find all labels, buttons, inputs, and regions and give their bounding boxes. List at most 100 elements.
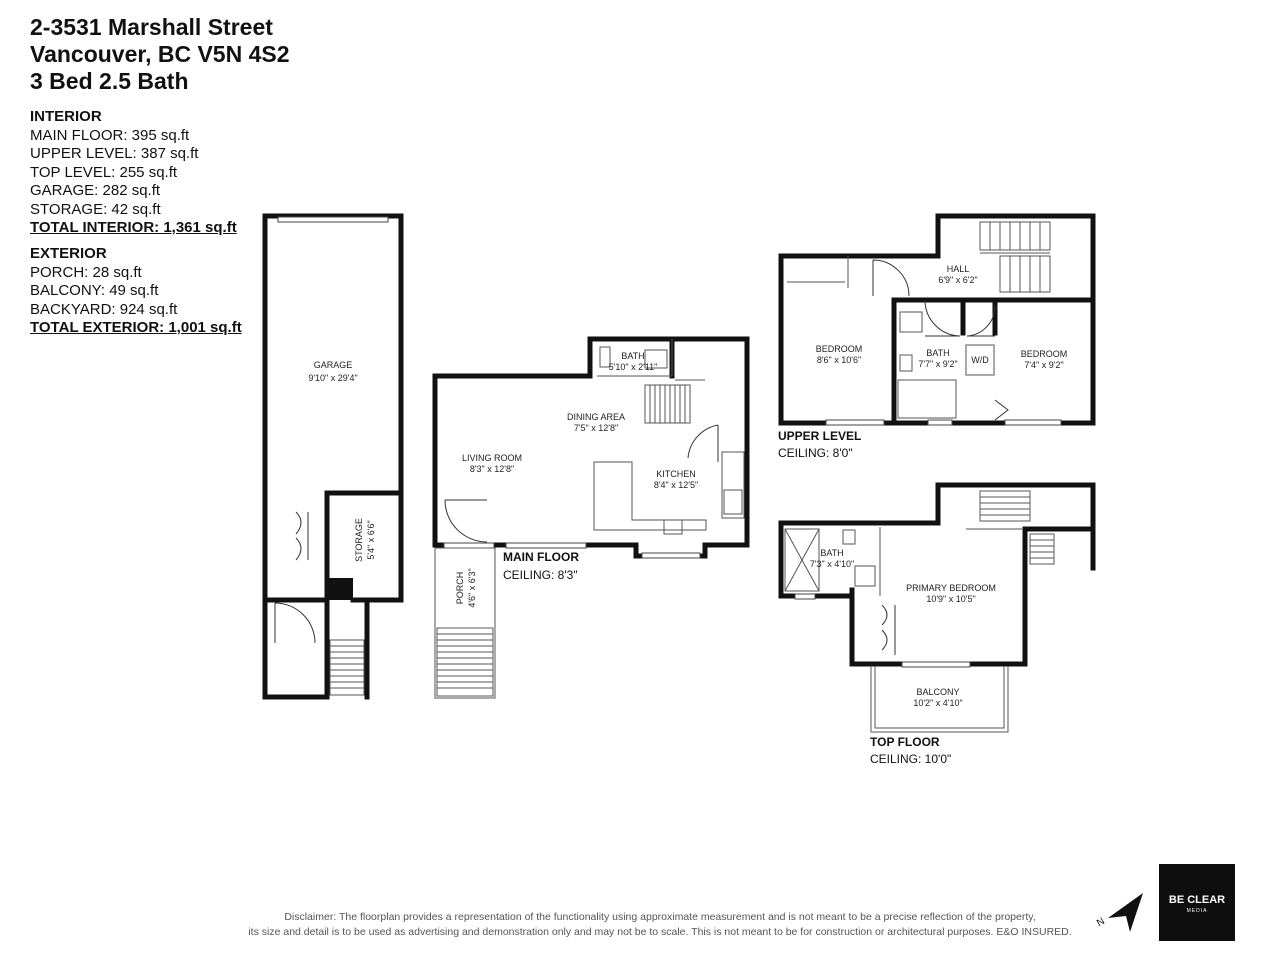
upper-bedroom1-label: BEDROOM (816, 344, 863, 354)
stair-outline (979, 221, 1051, 251)
storage-dims: 5'4" x 6'6" (366, 520, 376, 559)
interior-line: UPPER LEVEL: 387 sq.ft (30, 145, 199, 162)
wd-closet (965, 344, 995, 376)
dining-dims: 7'5" x 12'8" (574, 423, 618, 433)
garage-dims: 9'10" x 29'4" (308, 373, 357, 383)
top-floor: BALCONY 10'2" x 4'10" BATH 7'3" x 4'10" … (778, 482, 1096, 766)
shower-icon (784, 528, 820, 592)
porch-outline (434, 547, 496, 699)
porch: PORCH 4'6" x 6'3" (434, 547, 496, 699)
stair-treads (437, 633, 493, 689)
bedroom-door (966, 304, 996, 337)
north-label: N (1095, 916, 1107, 929)
main-floor-ceiling: CEILING: 8'3" (503, 568, 578, 582)
exterior-total: TOTAL EXTERIOR: 1,001 sq.ft (30, 319, 242, 336)
garage-floor: GARAGE 9'10" x 29'4" STORAGE 5'4" x 6'6" (262, 213, 404, 700)
porch-stairs (436, 627, 494, 697)
address-line-2: Vancouver, BC V5N 4S2 (30, 41, 290, 67)
upper-level-title: UPPER LEVEL (778, 429, 861, 443)
stair-wall (262, 597, 330, 700)
window (1004, 419, 1062, 426)
closet-door (994, 399, 1009, 421)
window (505, 542, 587, 549)
stair-outline (329, 639, 365, 696)
living-dims: 8'3" x 12'8" (470, 464, 514, 474)
garage-door (277, 216, 389, 223)
wd-label: W/D (971, 355, 989, 365)
stair-outline (999, 255, 1051, 293)
garage-wall (262, 213, 404, 700)
kitchen-label: KITCHEN (656, 469, 696, 479)
logo-name: BE CLEAR (1168, 894, 1226, 906)
window (927, 419, 953, 426)
upper-stairs (979, 221, 1051, 293)
dining-label: DINING AREA (567, 412, 625, 422)
vanity-icon (899, 311, 923, 333)
storage-label: STORAGE (354, 518, 364, 562)
wall-block (327, 578, 353, 600)
top-wall (778, 482, 1096, 599)
north-arrow-icon: N (1095, 893, 1143, 932)
top-bath-dims: 7'3" x 4'10" (810, 559, 854, 569)
top-bath-label: BATH (820, 548, 843, 558)
stair-outline (644, 384, 691, 424)
disclaimer-line-2: its size and detail is to be used as adv… (248, 926, 1072, 938)
main-bath-label: BATH (621, 351, 644, 361)
stove-icon (723, 489, 743, 515)
interior-line: MAIN FLOOR: 395 sq.ft (30, 126, 190, 144)
exterior-heading: EXTERIOR (30, 245, 107, 262)
interior-total: TOTAL INTERIOR: 1,361 sq.ft (30, 219, 237, 236)
kitchen-dims: 8'4" x 12'5" (654, 480, 698, 490)
top-floor-ceiling: CEILING: 10'0" (870, 752, 951, 766)
window (794, 593, 816, 600)
hall-dims: 6'9" x 6'2" (938, 275, 977, 285)
sink-icon (663, 519, 683, 535)
bedroom-door (872, 259, 910, 297)
storage-door (295, 511, 309, 561)
porch-dims: 4'6" x 6'3" (467, 568, 477, 607)
front-door (444, 499, 488, 543)
hall-label: HALL (947, 264, 970, 274)
toilet-icon (599, 346, 611, 368)
upper-level-ceiling: CEILING: 8'0" (778, 446, 853, 460)
stair-treads (980, 496, 1054, 559)
interior-specs: INTERIOR MAIN FLOOR: 395 sq.ft UPPER LEV… (30, 108, 237, 238)
upper-bath-dims: 7'7" x 9'2" (918, 359, 957, 369)
stair-treads (989, 222, 1041, 292)
upper-bath-label: BATH (926, 348, 949, 358)
main-bath-dims: 5'10" x 2'11" (609, 362, 658, 372)
exterior-line: BALCONY: 49 sq.ft (30, 282, 159, 299)
main-wall (432, 336, 750, 559)
window (825, 419, 885, 426)
main-stairs (644, 379, 705, 424)
bathtub-icon (897, 379, 957, 419)
balcony-label: BALCONY (916, 687, 959, 697)
balcony-door (901, 661, 971, 668)
interior-line: STORAGE: 42 sq.ft (30, 200, 161, 218)
exterior-specs: EXTERIOR PORCH: 28 sq.ft BALCONY: 49 sq.… (30, 245, 242, 338)
balcony-dims: 10'2" x 4'10" (913, 698, 962, 708)
disclaimer-line-1: Disclaimer: The floorplan provides a rep… (284, 911, 1036, 923)
interior-door (687, 424, 719, 462)
garage-stairs (329, 639, 365, 696)
listing-header: 2-3531 Marshall Street Vancouver, BC V5N… (30, 14, 290, 95)
main-floor: BATH 5'10" x 2'11" DINING AREA 7'5" x 12… (432, 336, 750, 699)
disclaimer: Disclaimer: The floorplan provides a rep… (180, 910, 1140, 940)
kitchen-counter (593, 461, 707, 531)
upper-bedroom2-dims: 7'4" x 9'2" (1024, 360, 1063, 370)
top-floor-title: TOP FLOOR (870, 735, 940, 749)
balcony: BALCONY 10'2" x 4'10" (870, 666, 1009, 733)
bed-bath-summary: 3 Bed 2.5 Bath (30, 68, 189, 94)
porch-label: PORCH (455, 572, 465, 605)
top-stairs (979, 490, 1055, 565)
primary-bedroom-label: PRIMARY BEDROOM (906, 583, 996, 593)
upper-wall (778, 213, 1096, 426)
toilet-icon (899, 354, 913, 372)
main-floor-title: MAIN FLOOR (503, 550, 579, 564)
garage-label: GARAGE (314, 360, 353, 370)
storage-wall (262, 490, 404, 603)
stair-outline (1029, 533, 1055, 565)
living-label: LIVING ROOM (462, 453, 522, 463)
closet-door (881, 604, 896, 655)
